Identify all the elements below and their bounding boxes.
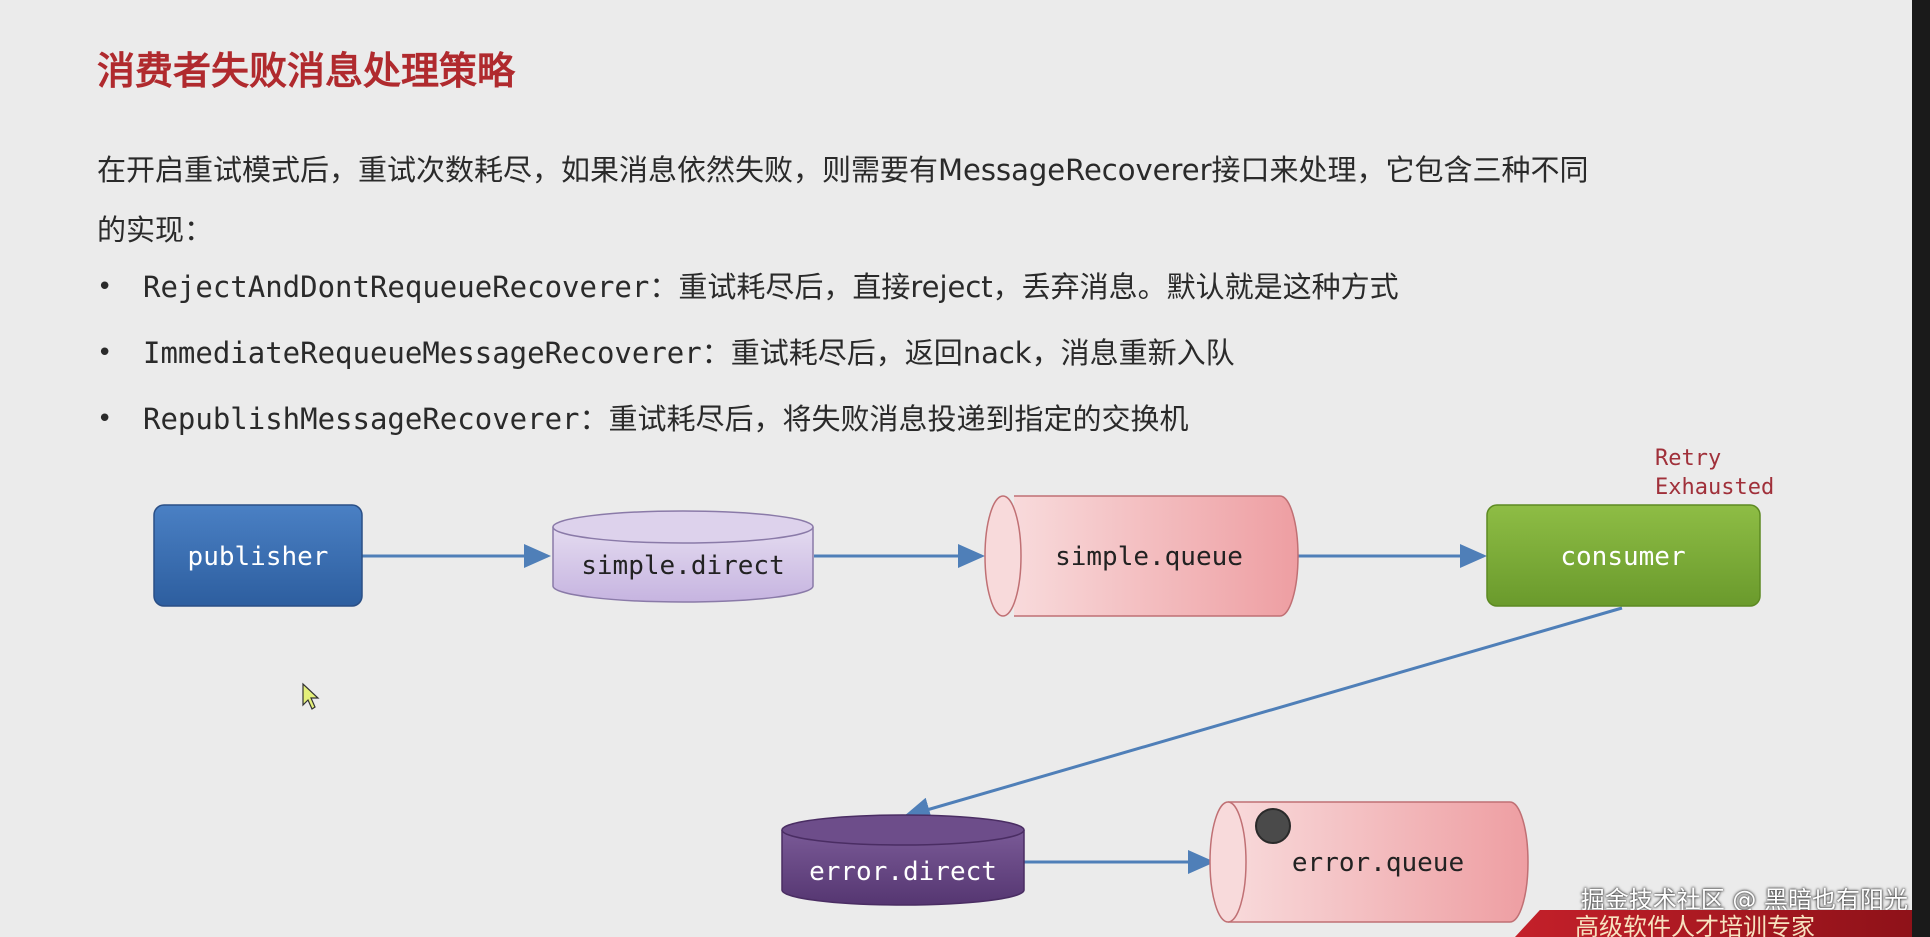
recoverer-desc: ：重试耗尽后，直接reject，丢弃消息。默认就是这种方式	[649, 270, 1399, 304]
recoverer-desc: ：重试耗尽后，将失败消息投递到指定的交换机	[579, 402, 1189, 436]
publisher-node: publisher	[153, 504, 363, 607]
bullet-icon: •	[97, 404, 113, 434]
list-item: • RepublishMessageRecoverer：重试耗尽后，将失败消息投…	[97, 394, 1399, 460]
error-direct-exchange: error.direct	[781, 814, 1025, 906]
bullet-icon: •	[97, 338, 113, 368]
intro-line-2: 的实现：	[97, 213, 214, 247]
consumer-node: consumer	[1486, 504, 1761, 607]
consumer-label: consumer	[1560, 542, 1685, 572]
retry-label-line-1: Retry	[1655, 446, 1721, 471]
publisher-label: publisher	[188, 542, 329, 572]
simple-queue-label: simple.queue	[1055, 542, 1243, 572]
arrow-consumer-to-error-exchange	[903, 606, 1623, 821]
recoverer-name: ImmediateRequeueMessageRecoverer	[143, 336, 702, 370]
message-dot-icon	[1255, 808, 1291, 844]
slide-title: 消费者失败消息处理策略	[97, 49, 516, 93]
training-banner: 高级软件人才培训专家	[1515, 910, 1930, 937]
retry-label-line-2: Exhausted	[1655, 475, 1774, 500]
bullet-icon: •	[97, 272, 113, 302]
recoverer-desc: ：重试耗尽后，返回nack，消息重新入队	[701, 336, 1235, 370]
simple-queue-node: simple.queue	[984, 495, 1299, 617]
recoverer-name: RejectAndDontRequeueRecoverer	[143, 270, 650, 304]
error-queue-node: error.queue	[1209, 801, 1529, 923]
recoverer-name: RepublishMessageRecoverer	[143, 402, 580, 436]
simple-direct-exchange: simple.direct	[552, 510, 814, 603]
list-item: • ImmediateRequeueMessageRecoverer：重试耗尽后…	[97, 328, 1399, 394]
intro-paragraph: 在开启重试模式后，重试次数耗尽，如果消息依然失败，则需要有MessageReco…	[97, 140, 1797, 260]
watermark-text: 掘金技术社区 @ 黑暗也有阳光	[1580, 886, 1908, 914]
recoverer-list: • RejectAndDontRequeueRecoverer：重试耗尽后，直接…	[97, 262, 1399, 460]
error-queue-label: error.queue	[1292, 848, 1464, 878]
list-item: • RejectAndDontRequeueRecoverer：重试耗尽后，直接…	[97, 262, 1399, 328]
mouse-cursor-icon	[302, 682, 320, 710]
right-edge-bar	[1912, 0, 1930, 937]
error-direct-label: error.direct	[809, 857, 997, 887]
intro-line-1: 在开启重试模式后，重试次数耗尽，如果消息依然失败，则需要有MessageReco…	[97, 153, 1589, 187]
simple-direct-label: simple.direct	[581, 551, 785, 581]
